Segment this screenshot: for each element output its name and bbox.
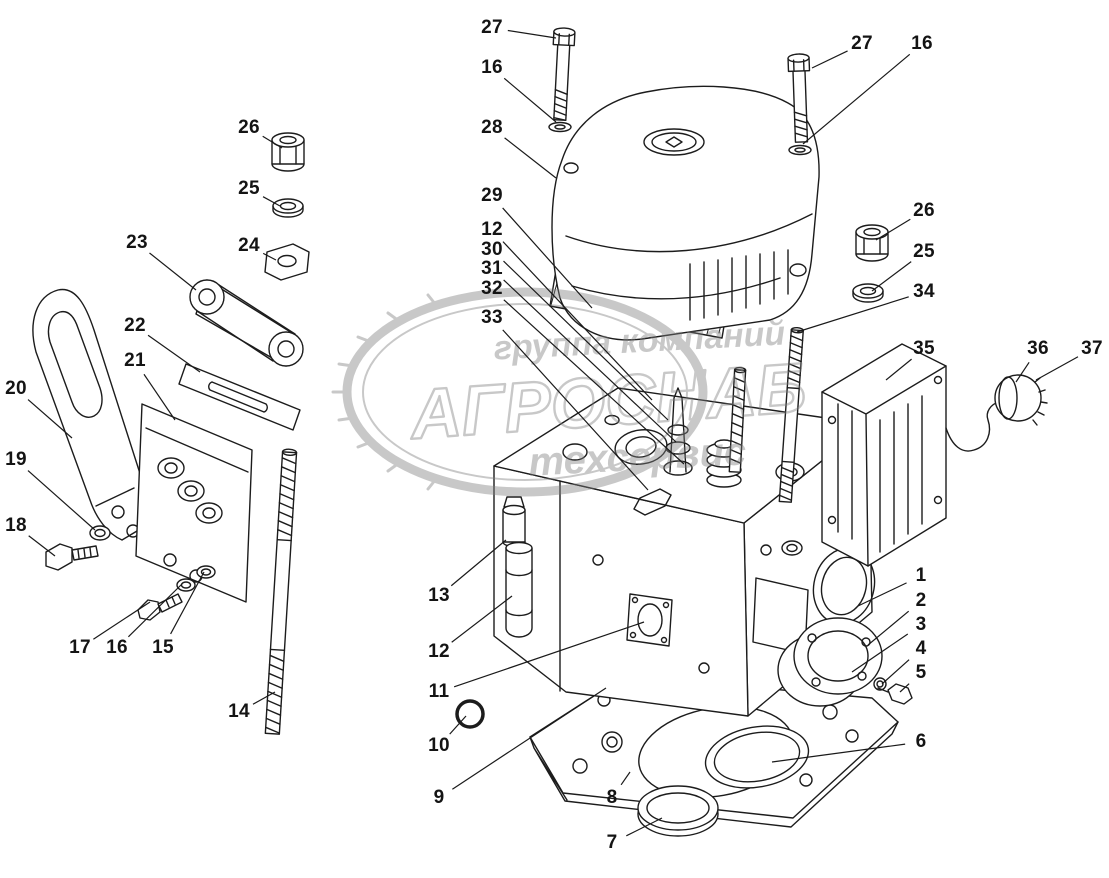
callout-label-12-6: 12 (481, 219, 503, 240)
stud-14-drawing (264, 448, 298, 735)
callout-label-10-33: 10 (428, 735, 450, 756)
callout-label-13-30: 13 (428, 585, 450, 606)
cover-plate-35-drawing (821, 343, 947, 567)
callout-label-30-7: 30 (481, 239, 503, 260)
lever-20-drawing (32, 288, 149, 541)
callout-label-16-21: 16 (106, 637, 128, 658)
washer-16-top-right-drawing (788, 144, 812, 156)
callout-label-27-0: 27 (481, 17, 503, 38)
callout-label-12-31: 12 (428, 641, 450, 662)
callout-label-25-25: 25 (913, 241, 935, 262)
callout-label-37-29: 37 (1081, 338, 1103, 359)
callout-label-16-3: 16 (911, 33, 933, 54)
callout-label-31-8: 31 (481, 258, 503, 279)
callout-label-9-34: 9 (433, 787, 445, 808)
callout-label-22-15: 22 (124, 315, 146, 336)
callout-label-28-4: 28 (481, 117, 503, 138)
callout-label-25-12: 25 (238, 178, 260, 199)
callout-label-20-17: 20 (5, 378, 27, 399)
callout-label-11-32: 11 (428, 681, 450, 702)
callout-label-21-16: 21 (124, 350, 146, 371)
callout-label-24-13: 24 (238, 235, 260, 256)
callout-label-4-39: 4 (915, 638, 927, 659)
bolt-18-drawing (45, 543, 99, 571)
callout-label-3-40: 3 (915, 614, 927, 635)
callout-label-19-18: 19 (5, 449, 27, 470)
callout-label-26-11: 26 (238, 117, 260, 138)
stud-short-drawing (728, 366, 747, 473)
plug-36-37-drawing (945, 374, 1048, 452)
callout-label-5-38: 5 (915, 662, 927, 683)
link-23-drawing (189, 279, 304, 367)
plate-22-drawing (178, 363, 301, 431)
callout-label-26-24: 26 (913, 200, 935, 221)
callout-label-18-19: 18 (5, 515, 27, 536)
callout-label-1-42: 1 (915, 565, 927, 586)
callout-label-35-27: 35 (913, 338, 935, 359)
callout-label-29-5: 29 (481, 185, 503, 206)
callout-label-17-20: 17 (69, 637, 91, 658)
tappet-12-drawing (505, 541, 533, 638)
callout-label-16-1: 16 (481, 57, 503, 78)
callout-label-6-37: 6 (915, 731, 927, 752)
callout-label-15-22: 15 (152, 637, 174, 658)
callout-label-14-23: 14 (228, 701, 250, 722)
callout-label-27-2: 27 (851, 33, 873, 54)
callout-label-32-9: 32 (481, 278, 503, 299)
callout-label-23-14: 23 (126, 232, 148, 253)
callout-label-8-35: 8 (606, 787, 618, 808)
plate-21-drawing (135, 403, 253, 603)
callout-label-33-10: 33 (481, 307, 503, 328)
callout-label-2-41: 2 (915, 590, 927, 611)
washer-16-top-left-drawing (548, 121, 572, 133)
callout-label-34-26: 34 (913, 281, 935, 302)
callout-label-7-36: 7 (606, 832, 618, 853)
callout-label-36-28: 36 (1027, 338, 1049, 359)
